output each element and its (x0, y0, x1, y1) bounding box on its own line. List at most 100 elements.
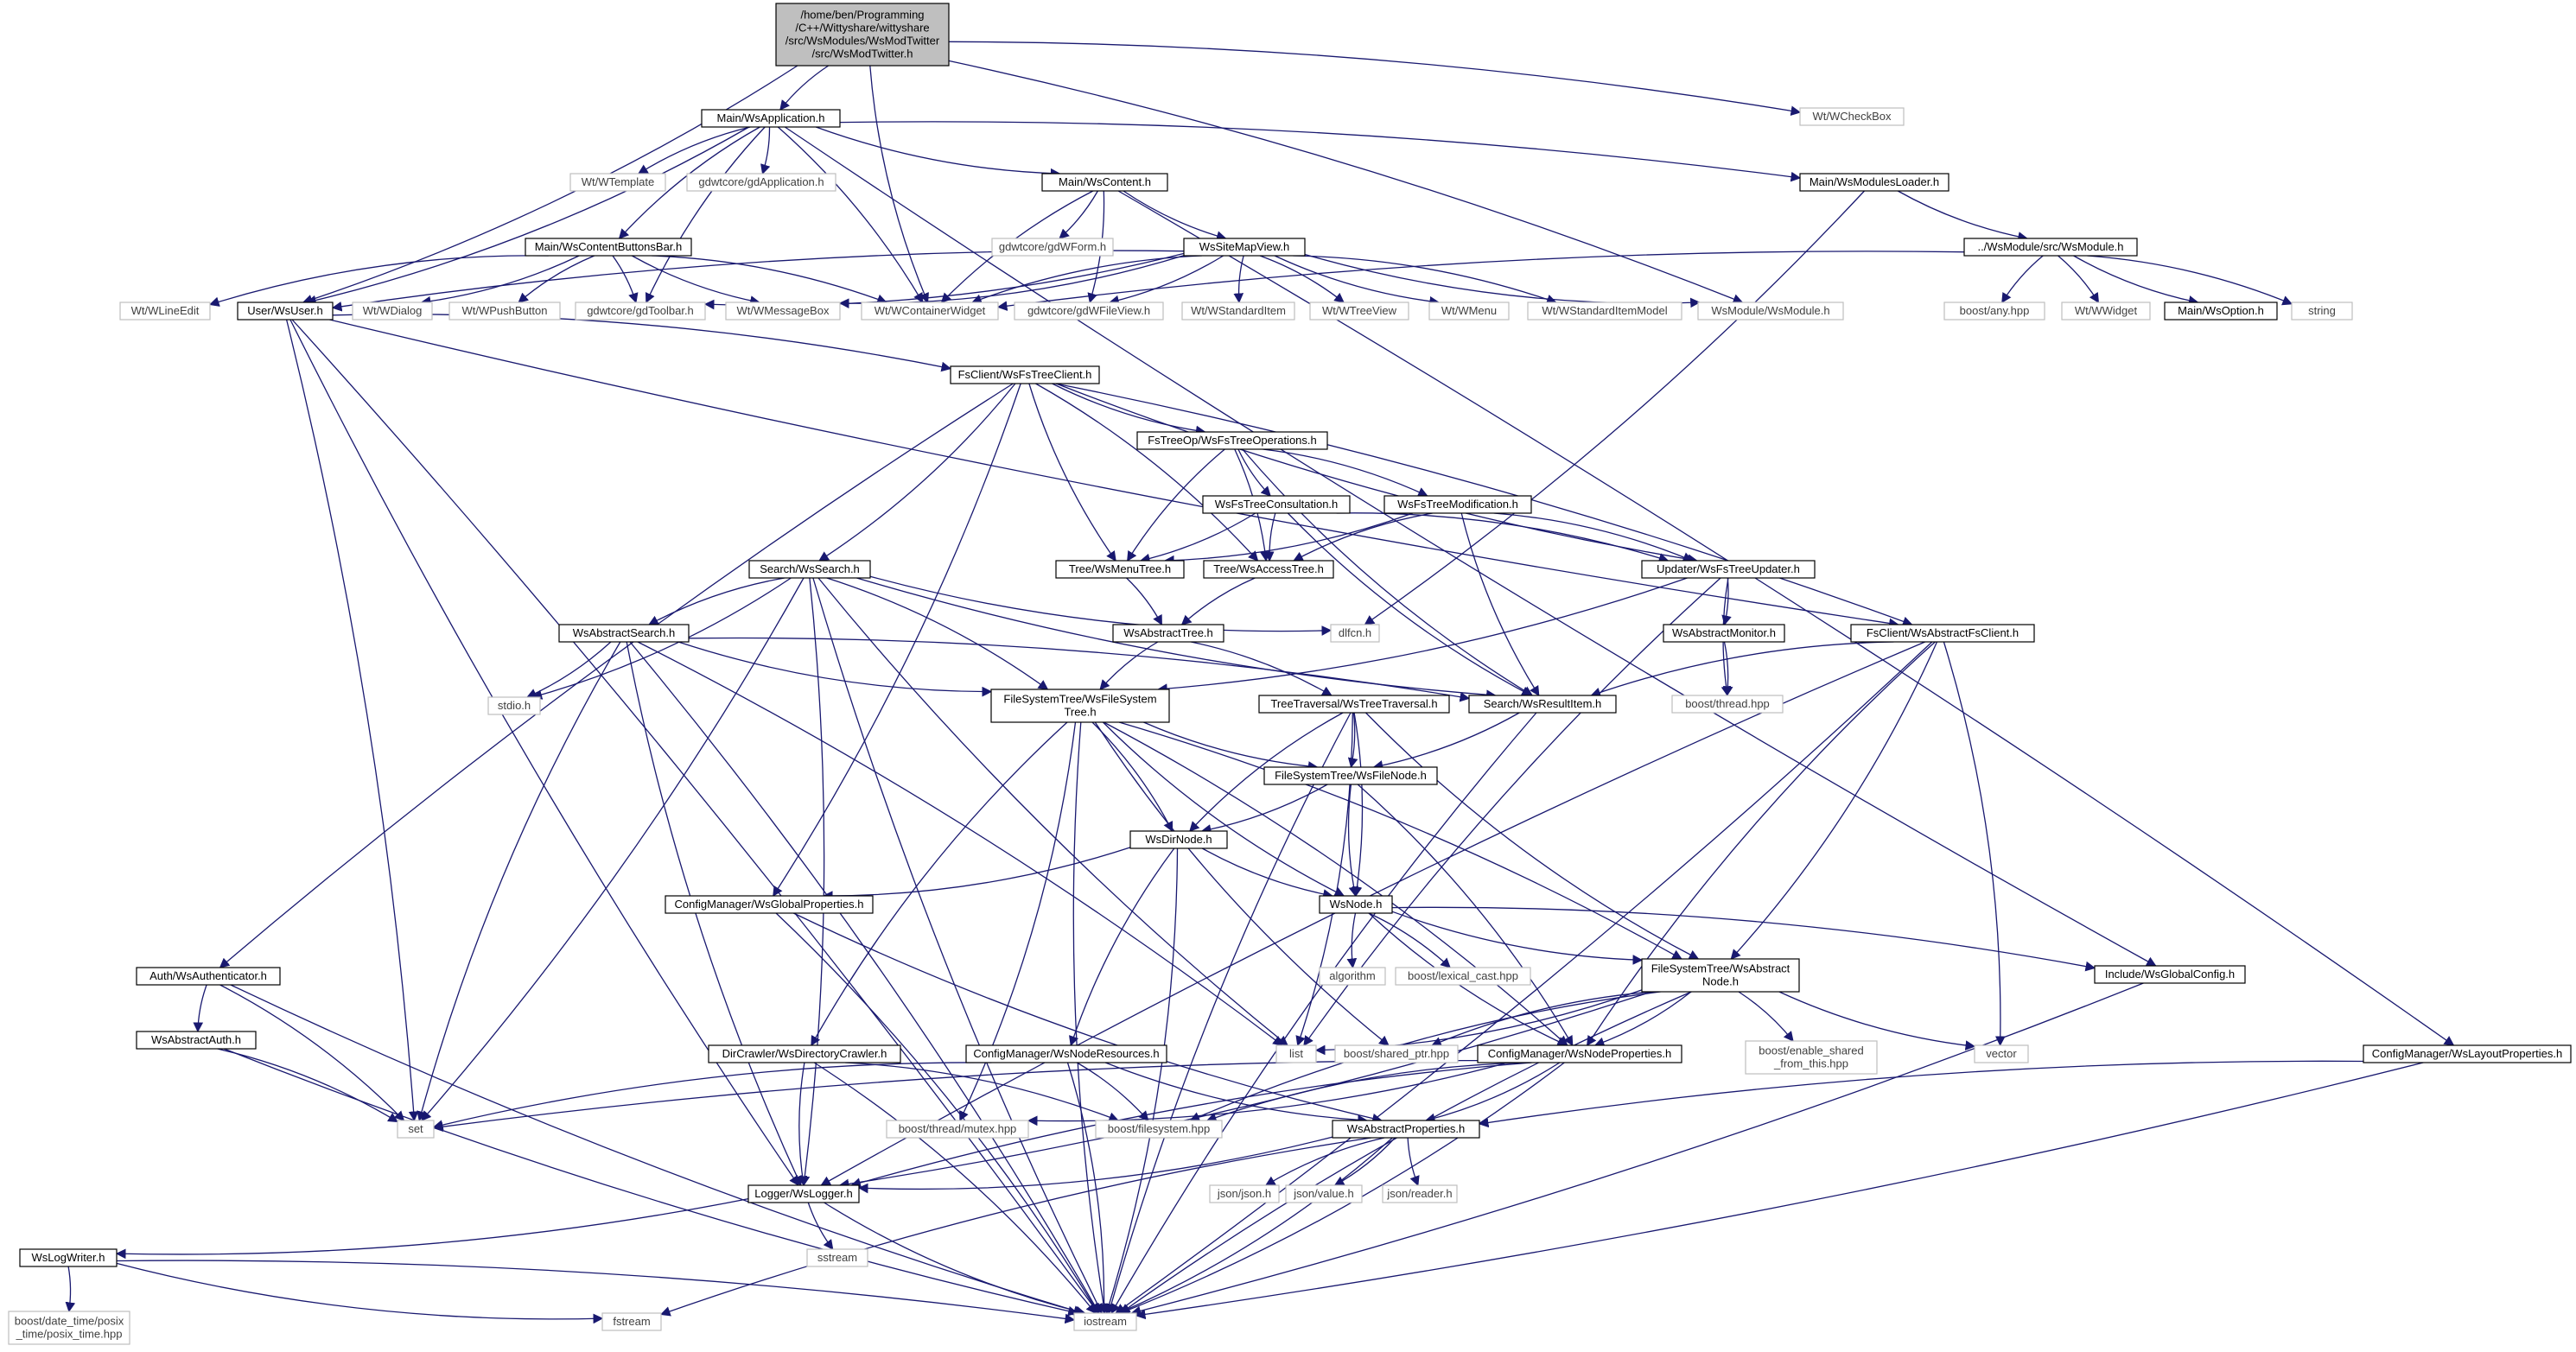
node-iostream: iostream (1073, 1312, 1137, 1331)
node-wsaccesstree[interactable]: Tree/WsAccessTree.h (1203, 560, 1334, 579)
node-wsoption[interactable]: Main/WsOption.h (2164, 302, 2278, 321)
edge-wsabstractsearch-to-wslogger (626, 641, 802, 1187)
node-wsabstractmonitor[interactable]: WsAbstractMonitor.h (1663, 624, 1785, 643)
node-wsmenutree[interactable]: Tree/WsMenuTree.h (1055, 560, 1185, 579)
node-box-jsonjson (1209, 1184, 1280, 1203)
edge-wsabstractnode-to-wsnodeproperties (1593, 991, 1692, 1047)
node-label-jsonjson: json/json.h (1217, 1187, 1271, 1200)
edge-wsfilenode-to-wsnode (1347, 784, 1359, 898)
node-wsfstreeupdater[interactable]: Updater/WsFsTreeUpdater.h (1641, 560, 1816, 579)
node-wsglobalproperties[interactable]: ConfigManager/WsGlobalProperties.h (665, 895, 874, 914)
node-wsabstractproperties[interactable]: WsAbstractProperties.h (1332, 1120, 1480, 1139)
node-wsuser[interactable]: User/WsUser.h (237, 302, 334, 321)
node-wssearch[interactable]: Search/WsSearch.h (748, 560, 871, 579)
edge-wsapplication-to-wsuser (306, 126, 750, 306)
node-wsfstreeoperations[interactable]: FsTreeOp/WsFsTreeOperations.h (1136, 431, 1328, 450)
edge-wsnode-to-wsglobalconfig (1391, 906, 2096, 972)
node-label-wsdirectorycrawler: DirCrawler/WsDirectoryCrawler.h (722, 1047, 887, 1060)
node-label-string: string (2308, 304, 2336, 317)
node-fstream: fstream (601, 1312, 662, 1331)
node-wsdirectorycrawler[interactable]: DirCrawler/WsDirectoryCrawler.h (708, 1044, 901, 1063)
edge-wsfilesystemtree-to-threadmutex (959, 721, 1077, 1122)
edge-wsfilesystemtree-to-iostream (1072, 721, 1109, 1315)
edge-wsabstractmonitor-to-boostthread (1722, 641, 1733, 697)
node-label-gdtoolbar: gdwtcore/gdToolbar.h (587, 304, 694, 317)
node-algorithm: algorithm (1319, 967, 1386, 986)
edge-wsmodulesloader-to-wsmodule_src (1897, 190, 2028, 242)
node-label-set: set (408, 1122, 423, 1135)
node-box-wlineedit (119, 302, 211, 321)
edge-wsglobalproperties-to-wsabstractproperties (793, 912, 1383, 1124)
node-label-wstandarditemmodel: Wt/WStandardItemModel (1542, 304, 1667, 317)
edge-wsfstreeclient-to-wsaccesstree (1035, 383, 1259, 562)
node-wslayoutproperties[interactable]: ConfigManager/WsLayoutProperties.h (2363, 1044, 2572, 1063)
node-wsnodeproperties[interactable]: ConfigManager/WsNodeProperties.h (1477, 1044, 1682, 1063)
edge-root-to-wsmodule_wsmodule (948, 60, 1744, 304)
node-wscontentbuttonsbar[interactable]: Main/WsContentButtonsBar.h (525, 238, 692, 257)
node-label-wmessagebox: Wt/WMessageBox (737, 304, 830, 317)
node-wsauthenticator[interactable]: Auth/WsAuthenticator.h (136, 967, 281, 986)
edge-wsmodule_src-to-wwidget (2058, 255, 2100, 303)
edge-wsabstractproperties-to-jsonvalue (1333, 1137, 1396, 1186)
node-wsmodule_src[interactable]: ../WsModule/src/WsModule.h (1963, 238, 2138, 257)
node-wsmodulesloader[interactable]: Main/WsModulesLoader.h (1799, 173, 1949, 192)
node-wcontainerwidget: Wt/WContainerWidget (861, 302, 999, 321)
edge-wsfstreemodification-to-wsaccesstree (1293, 512, 1433, 562)
node-wsabstractfsclient[interactable]: FsClient/WsAbstractFsClient.h (1850, 624, 2035, 643)
edge-wsabstractfsclient-to-wsresultitem (1590, 641, 1894, 698)
node-box-wsfstreeupdater (1641, 560, 1816, 579)
node-wsfstreemodification[interactable]: WsFsTreeModification.h (1383, 495, 1532, 514)
node-wscontent[interactable]: Main/WsContent.h (1041, 173, 1168, 192)
node-wsglobalconfig[interactable]: Include/WsGlobalConfig.h (2094, 965, 2246, 984)
edge-wsdirectorycrawler-to-iostream (813, 1062, 1097, 1314)
edge-wsabstractproperties-to-iostream (1117, 1137, 1393, 1315)
node-label-wsaccesstree: Tree/WsAccessTree.h (1213, 562, 1324, 575)
edge-wsmodule_src-to-wsoption (2073, 255, 2199, 306)
node-wsresultitem[interactable]: Search/WsResultItem.h (1468, 695, 1617, 714)
node-wsfstreeconsultation[interactable]: WsFsTreeConsultation.h (1202, 495, 1351, 514)
edge-wstreetraversal-to-wsdirnode (1189, 712, 1344, 832)
node-wsnode[interactable]: WsNode.h (1319, 895, 1393, 914)
edge-wsabstracttree-to-wstreetraversal (1191, 641, 1333, 696)
edge-wssearch-to-wsresultitem (856, 577, 1497, 701)
edge-wsabstractauth-to-set (217, 1048, 399, 1123)
node-jsonjson: json/json.h (1209, 1184, 1280, 1203)
node-box-wsabstractproperties (1332, 1120, 1480, 1139)
node-wstreetraversal[interactable]: TreeTraversal/WsTreeTraversal.h (1258, 695, 1450, 714)
node-wsfilenode[interactable]: FileSystemTree/WsFileNode.h (1263, 766, 1438, 785)
node-label-threadmutex: boost/thread/mutex.hpp (899, 1122, 1017, 1135)
node-label-wsfilesystemtree-line-1: Tree.h (1064, 706, 1096, 719)
node-label-wsauthenticator: Auth/WsAuthenticator.h (149, 969, 267, 982)
edge-wsfilesystemtree-to-wsabstractnode (1118, 721, 1682, 960)
node-box-wsglobalconfig (2094, 965, 2246, 984)
node-wslogwriter[interactable]: WsLogWriter.h (19, 1248, 118, 1267)
edge-wslogger-to-sstream (807, 1202, 834, 1250)
edge-wslogwriter-to-posixtime (65, 1266, 76, 1313)
node-wssitemapview[interactable]: WsSiteMapView.h (1183, 238, 1306, 257)
node-wsfstreeclient[interactable]: FsClient/WsFsTreeClient.h (950, 365, 1100, 384)
node-wsapplication[interactable]: Main/WsApplication.h (701, 109, 841, 128)
node-box-wsnodeproperties (1477, 1044, 1682, 1063)
node-wsdirnode[interactable]: WsDirNode.h (1129, 830, 1228, 849)
node-sstream: sstream (806, 1248, 868, 1267)
node-label-enableshared-line-0: boost/enable_shared (1759, 1044, 1863, 1057)
node-wslogger[interactable]: Logger/WsLogger.h (747, 1184, 860, 1203)
edge-wsfilesystemtree-to-wsdirectorycrawler (811, 721, 1068, 1047)
node-wsabstracttree[interactable]: WsAbstractTree.h (1112, 624, 1224, 643)
node-root[interactable]: /home/ben/Programming/C++/Wittyshare/wit… (775, 3, 950, 67)
node-wsabstractauth[interactable]: WsAbstractAuth.h (136, 1031, 257, 1050)
node-label-wsabstractauth: WsAbstractAuth.h (151, 1033, 241, 1046)
node-box-sstream (806, 1248, 868, 1267)
node-wsabstractsearch[interactable]: WsAbstractSearch.h (558, 624, 690, 643)
node-box-jsonvalue (1285, 1184, 1363, 1203)
edge-wsnoderesources-to-wsabstractproperties (1104, 1062, 1368, 1126)
node-wsnoderesources[interactable]: ConfigManager/WsNodeResources.h (965, 1044, 1167, 1063)
edge-wsfstreeoperations-to-wsfstreeconsultation (1237, 448, 1271, 497)
node-box-wslayoutproperties (2363, 1044, 2572, 1063)
edge-wsuser-to-set (285, 319, 419, 1122)
node-box-wscontentbuttonsbar (525, 238, 692, 257)
node-boostfilesystem: boost/filesystem.hpp (1095, 1120, 1223, 1139)
